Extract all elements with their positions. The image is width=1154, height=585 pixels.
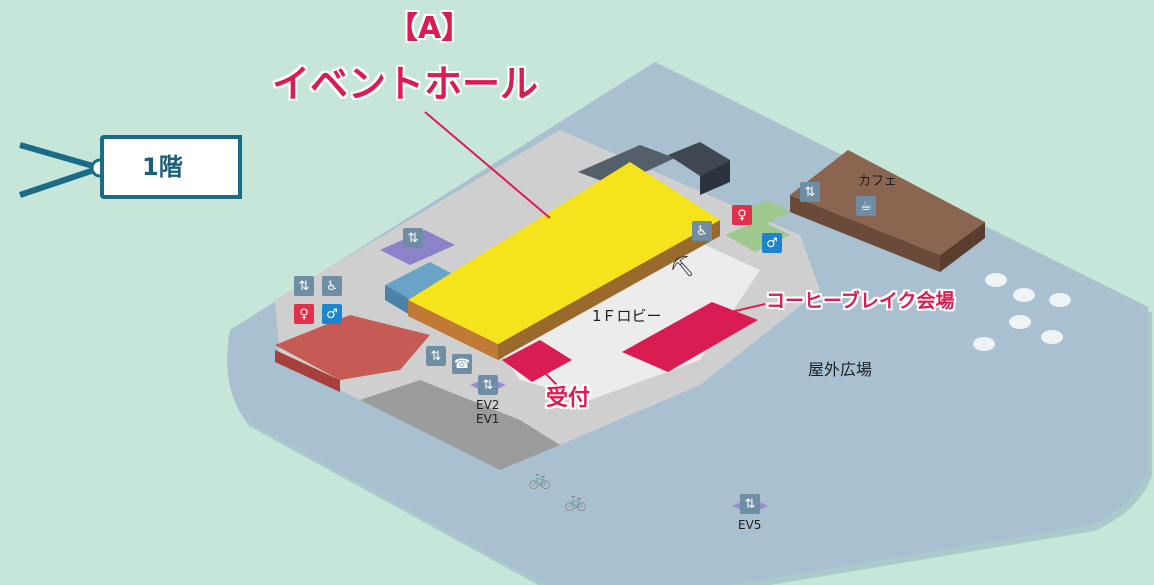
coffee-break-area [622,302,758,372]
event-hall-side [408,300,498,360]
phone-icon: ☎ [452,354,472,374]
ev5-elevator-icon: ⇅ [740,494,760,514]
cafe-counter-icon: ⇅ [800,182,820,202]
restroom-female-icon: ♀ [294,304,314,324]
ev2-elevator-icon: ⇅ [478,375,498,395]
bicycle-icon: 🚲 [528,469,552,490]
coffee-break-label: コーヒーブレイク会場 [766,290,955,312]
lobby-label: 1Ｆロビー [592,307,662,325]
cafe-label: カフェ [858,174,898,189]
event-hall-block [408,162,720,344]
reception-label: 受付 [546,386,591,411]
elevator-icon-2: ⇅ [403,228,423,248]
red-building-side [275,350,340,392]
ev5-label: EV5 [738,518,762,532]
cafe-building-side-2 [940,222,985,272]
floor-label: 1階 [142,153,183,181]
elevator-icon: ⇅ [294,276,314,296]
ev2-label: EV2 [476,398,500,412]
restroom-male-icon: ♂ [322,304,342,324]
cafe-cup-icon: ☕ [856,196,876,216]
reception-area [502,340,572,382]
escalator-icon: ⛏ [669,254,695,278]
restroom-female-icon-2: ♀ [732,205,752,225]
event-hall-code: 【A】 [388,11,472,46]
event-hall-side-2 [498,220,720,360]
red-building [275,315,430,380]
accessible-icon-2: ♿ [692,221,712,241]
cafe-building-side [790,195,940,272]
event-hall-name: イベントホール [272,62,539,106]
cafe-building [790,150,985,255]
outdoor-plaza-label: 屋外広場 [808,360,873,379]
restroom-male-icon-2: ♂ [762,233,782,253]
event-hall-leader [424,111,551,219]
accessible-icon: ♿ [322,276,342,296]
floor-tag: 1階 [100,135,242,199]
outdoor-circles [973,273,1071,351]
info-board-icon: ⇅ [426,346,446,366]
ev1-label: EV1 [476,412,500,426]
bicycle-icon-2: 🚲 [564,491,588,512]
floor-tag-string [19,142,101,198]
